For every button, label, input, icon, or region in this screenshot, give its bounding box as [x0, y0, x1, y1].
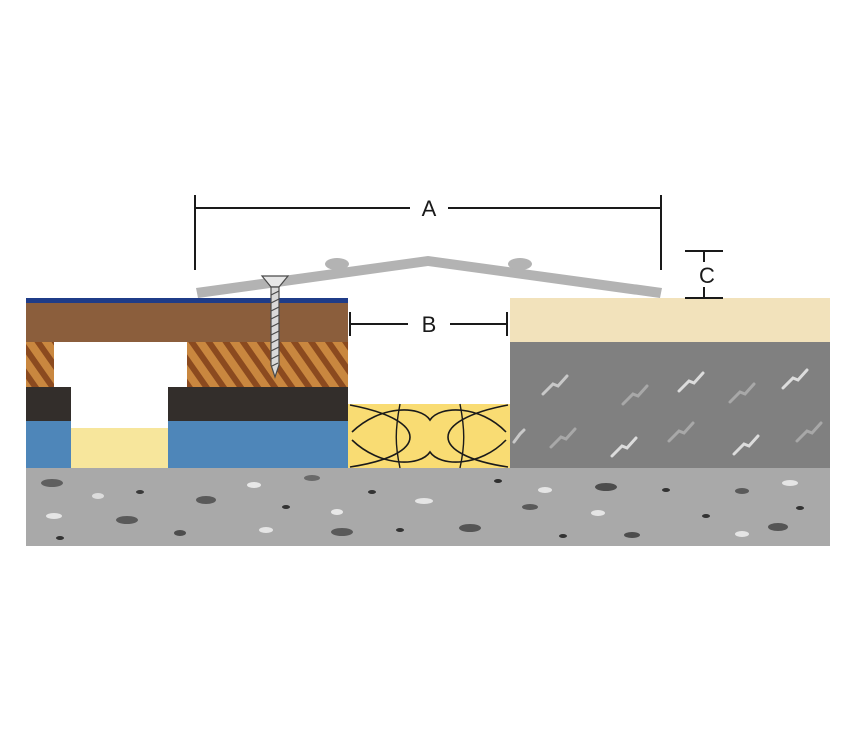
right-floor-buildup: [510, 298, 830, 468]
screed-base: [26, 468, 830, 546]
dimension-c-label: C: [699, 263, 715, 288]
dimension-b-label: B: [422, 312, 437, 337]
blue-subfloor-left: [26, 421, 71, 468]
dark-layer-right: [168, 387, 348, 421]
concrete-slab: [510, 342, 830, 468]
dimension-a: [194, 195, 662, 270]
screw-icon: [260, 275, 290, 379]
dimension-b: [349, 312, 508, 336]
batten-left: [26, 342, 54, 387]
screed-aggregate: [41, 475, 804, 540]
dimension-a-label: A: [422, 196, 437, 221]
dark-layer-left: [26, 387, 71, 421]
blue-subfloor-right: [168, 421, 348, 468]
wood-floor-board: [26, 303, 348, 342]
transition-profile: [196, 256, 662, 298]
batten-right: [187, 342, 348, 387]
pale-fill-gap: [71, 428, 168, 468]
concrete-texture: [512, 368, 823, 458]
dimension-c: [685, 250, 723, 299]
tile-top-layer: [510, 298, 830, 342]
left-floor-buildup: [26, 298, 348, 468]
insulation-filler: [348, 403, 510, 469]
blue-top-strip: [26, 298, 348, 303]
